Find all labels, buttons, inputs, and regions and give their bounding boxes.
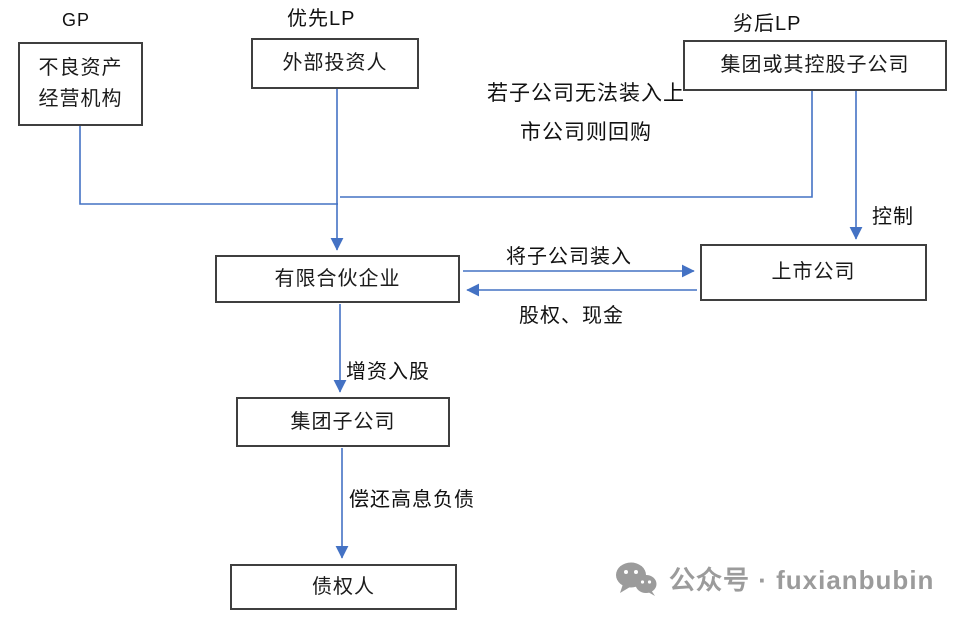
- creditor-box: 债权人: [230, 564, 457, 610]
- junior-lp-label: 劣后LP: [733, 13, 802, 35]
- listed-company-box: 上市公司: [700, 244, 927, 301]
- group-holding-box: 集团或其控股子公司: [683, 40, 947, 91]
- npa-institution-line2: 经营机构: [38, 88, 123, 110]
- equity-cash-label: 股权、现金: [519, 305, 624, 327]
- listed-company-label: 上市公司: [771, 261, 856, 283]
- creditor-label: 债权人: [312, 575, 375, 598]
- gp-connector-line: [79, 126, 338, 205]
- npa-institution-box: 不良资产 经营机构: [18, 42, 143, 126]
- control-label: 控制: [872, 206, 914, 228]
- group-subsidiary-box: 集团子公司: [236, 397, 450, 447]
- capital-increase-label: 增资入股: [346, 361, 430, 383]
- gp-label: GP: [62, 10, 91, 30]
- limited-partnership-label: 有限合伙企业: [274, 267, 401, 290]
- senior-lp-label: 优先LP: [287, 8, 356, 30]
- wechat-icon: [616, 562, 657, 596]
- external-investor-label: 外部投资人: [282, 52, 388, 74]
- repay-debt-label: 偿还高息负债: [349, 489, 475, 511]
- buyback-note-line1: 若子公司无法装入上: [487, 82, 685, 105]
- watermark: 公众号 · fuxianbubin: [615, 560, 934, 597]
- inject-subsidiary-label: 将子公司装入: [506, 246, 632, 268]
- npa-institution-line1: 不良资产: [38, 57, 123, 79]
- group-holding-label: 集团或其控股子公司: [720, 54, 910, 76]
- buyback-note-line2: 市公司则回购: [520, 121, 652, 144]
- limited-partnership-box: 有限合伙企业: [215, 255, 460, 303]
- buyback-note: 若子公司无法装入上 市公司则回购: [470, 74, 702, 152]
- external-investor-box: 外部投资人: [251, 38, 419, 89]
- group-subsidiary-label: 集团子公司: [290, 410, 396, 433]
- watermark-text: 公众号 · fuxianbubin: [669, 565, 935, 595]
